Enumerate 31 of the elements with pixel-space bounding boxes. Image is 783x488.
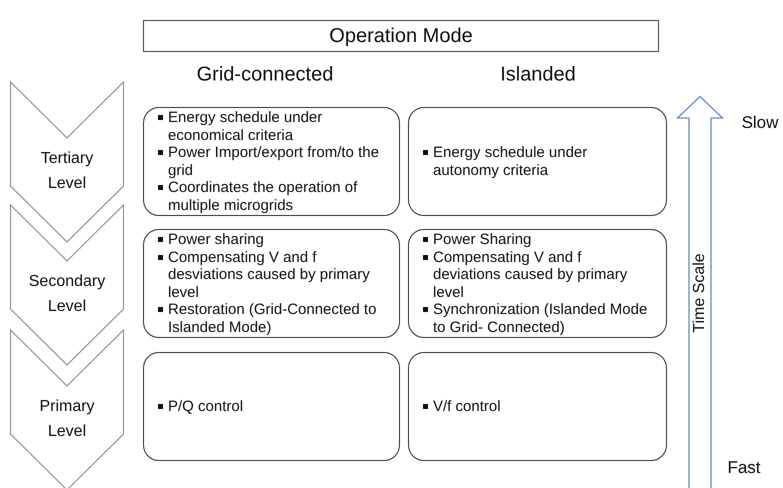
column-heading: Islanded xyxy=(500,64,576,86)
function-box xyxy=(143,107,400,216)
bullet-text: Energy schedule under autonomy criteria xyxy=(433,144,588,179)
title-box xyxy=(143,20,659,52)
bullet-text: V/f control xyxy=(433,398,501,416)
level-banner xyxy=(10,205,124,365)
bullet-text: Compensating V and f deviations caused by primary level xyxy=(433,248,628,301)
bullet-text: Energy schedule under economical criteria xyxy=(168,109,324,144)
bullet-text: Power sharing xyxy=(168,231,264,248)
level-label: Secondary Level xyxy=(28,272,106,317)
title-text: Operation Mode xyxy=(329,24,473,48)
scale-end-label: Fast xyxy=(727,458,761,478)
function-box xyxy=(408,107,667,216)
bullet-text: Power Import/export from/to the grid xyxy=(168,144,380,179)
scale-end-label: Slow xyxy=(742,113,778,133)
column-heading: Grid-connected xyxy=(196,64,334,86)
level-label: Tertiary Level xyxy=(40,149,94,194)
time-scale-label: Time Scale xyxy=(691,253,709,333)
bullet-text: Compensating V and f desviations caused by primary level xyxy=(168,248,371,301)
bullet-text: Synchronization (Islanded Mode to Grid- Connected) xyxy=(433,301,648,336)
function-box xyxy=(143,352,400,461)
level-label: Primary Level xyxy=(38,397,96,442)
level-banner xyxy=(10,330,124,488)
function-box xyxy=(408,352,667,461)
bullet-text: Coordinates the operation of multiple microgrids xyxy=(168,179,358,214)
function-box xyxy=(408,229,667,338)
bullet-text: Restoration (Grid-Connected to Islanded Mode) xyxy=(168,301,378,336)
bullet-text: P/Q control xyxy=(168,398,244,416)
level-banner xyxy=(10,82,124,242)
bullet-text: Power Sharing xyxy=(433,231,532,248)
function-box xyxy=(143,229,400,338)
